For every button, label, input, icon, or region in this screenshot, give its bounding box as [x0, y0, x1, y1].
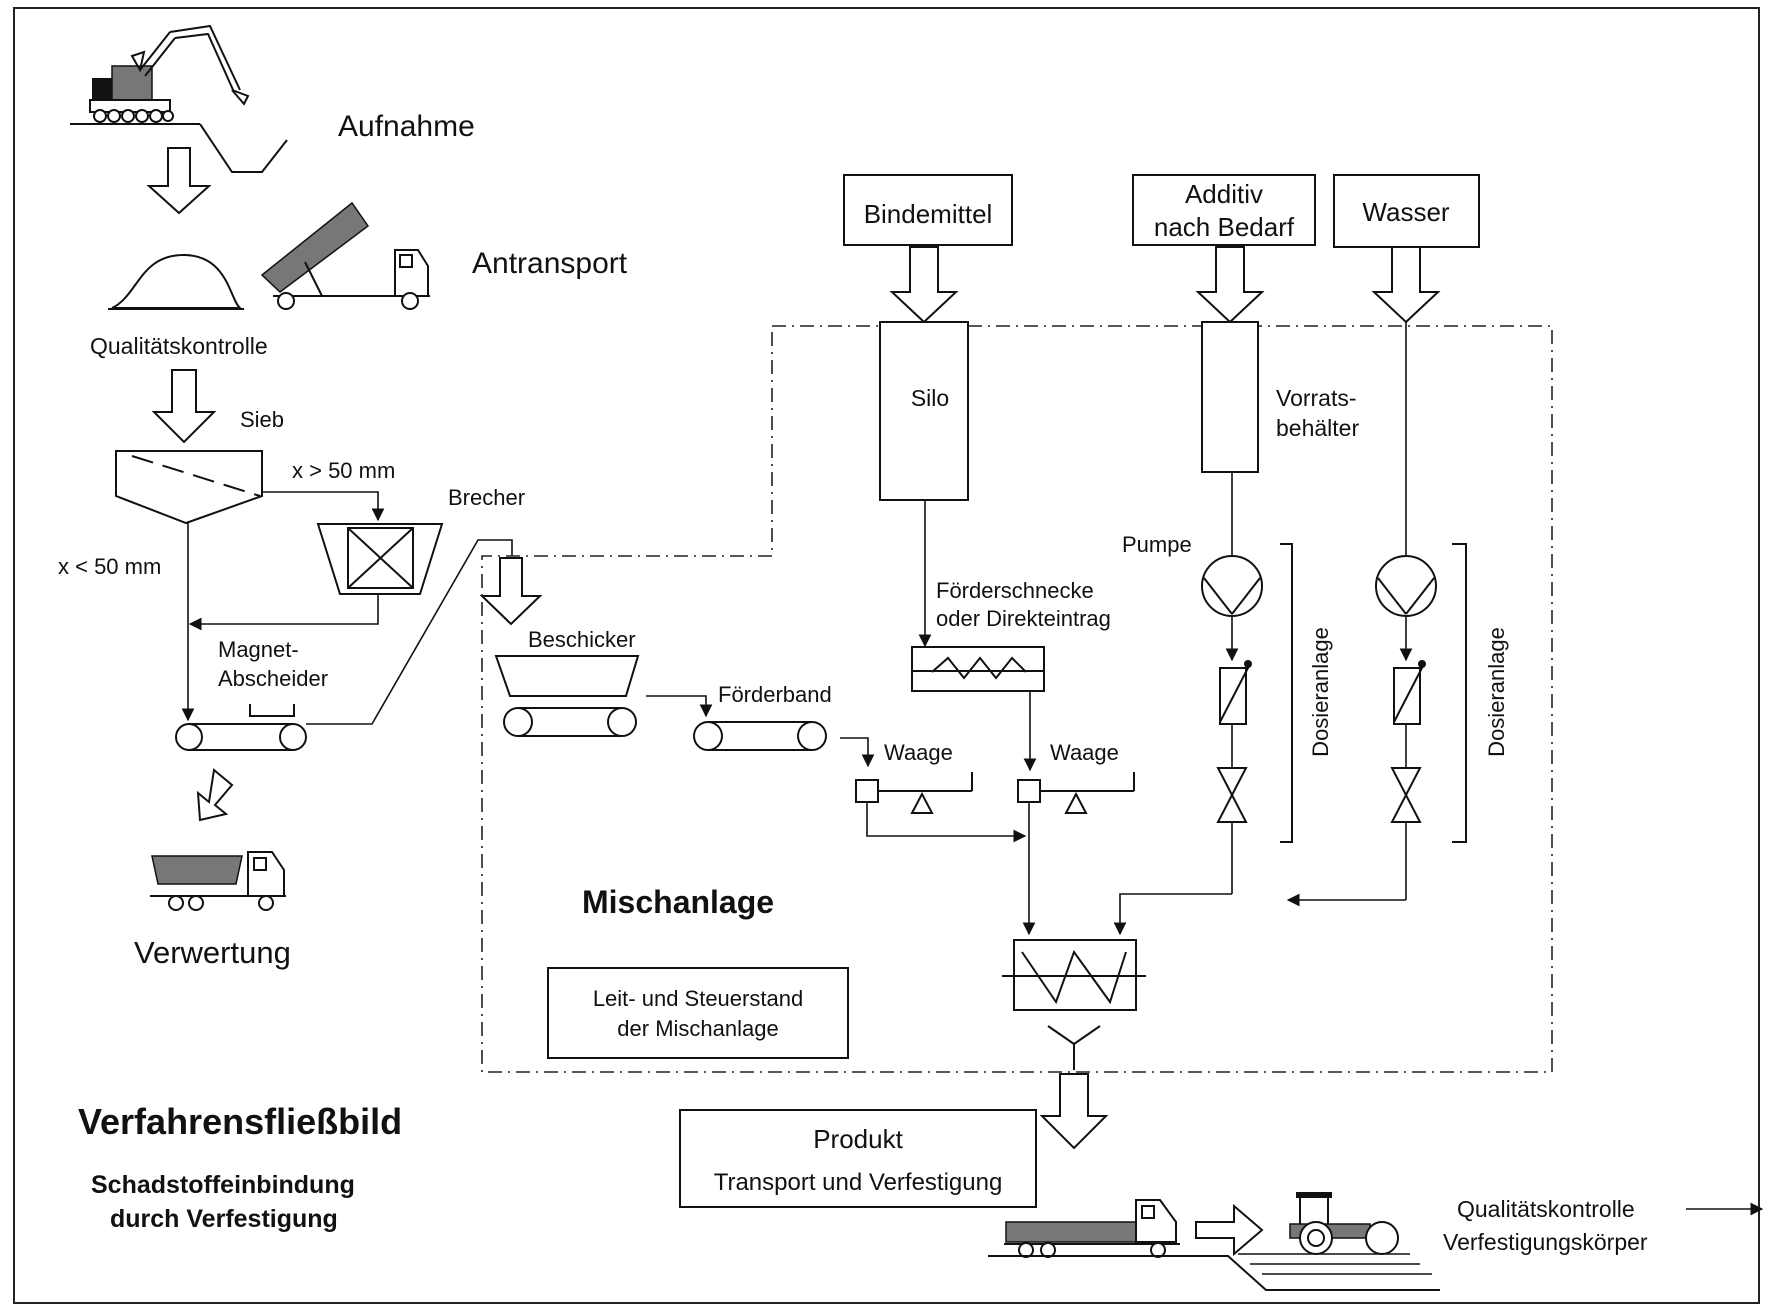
label-behaelter: behälter: [1276, 415, 1359, 441]
loaded-truck-icon: [1004, 1199, 1180, 1258]
label-vorrats: Vorrats-: [1276, 385, 1357, 411]
dosieranlage-bracket-1: [1280, 543, 1293, 843]
flow-arrow-icon: [151, 369, 217, 444]
pump-icon: [1201, 555, 1263, 617]
excavation-pit: [199, 123, 288, 173]
label-additiv: Additiv: [1185, 179, 1263, 209]
scale-icon: [1017, 772, 1135, 814]
scale-icon: [855, 772, 973, 814]
label-bindemittel: Bindemittel: [864, 199, 993, 229]
magnet-icon: [249, 704, 295, 717]
roller-icon: [1289, 1192, 1399, 1255]
crusher-icon: [316, 523, 444, 595]
box-wasser: [1333, 174, 1480, 248]
label-sieb: Sieb: [240, 407, 284, 432]
flow-arrow-icon: [1195, 246, 1265, 324]
label-x-gt-50: x > 50 mm: [292, 458, 395, 483]
label-silo: Silo: [911, 385, 949, 411]
label-aufnahme: Aufnahme: [338, 110, 475, 143]
screw-conveyor-icon: [911, 646, 1045, 692]
label-waage-2: Waage: [1050, 740, 1119, 765]
valve-icon: [1216, 767, 1248, 823]
label-nach-bedarf: nach Bedarf: [1154, 212, 1295, 242]
box-additiv: [1132, 174, 1316, 246]
label-qualitaetskontrolle-2: Qualitätskontrolle: [1457, 1196, 1635, 1222]
label-wasser: Wasser: [1362, 197, 1449, 227]
screen-icon: [115, 450, 263, 525]
label-produkt: Produkt: [813, 1124, 903, 1154]
storage-tank-icon: [1201, 321, 1259, 473]
conveyor-icon: [693, 721, 827, 751]
diagram-subtitle-2: durch Verfestigung: [110, 1205, 338, 1233]
diagram-frame: [13, 7, 1760, 1304]
conveyor-icon: [503, 707, 637, 737]
label-brecher: Brecher: [448, 485, 525, 510]
label-magnet: Magnet-: [218, 637, 299, 662]
box-produkt: [679, 1109, 1037, 1208]
label-dosieranlage-2: Dosieranlage: [1484, 627, 1509, 757]
box-bindemittel: [843, 174, 1013, 246]
material-heap-icon: [111, 253, 243, 309]
label-pumpe: Pumpe: [1122, 532, 1192, 557]
label-mischanlage: Mischanlage: [582, 884, 774, 920]
flow-arrow-icon: [1039, 1073, 1109, 1150]
loaded-truck-icon: [150, 851, 286, 911]
label-dosieranlage-1: Dosieranlage: [1308, 627, 1333, 757]
box-leitstand: [547, 967, 849, 1059]
silo-icon: [879, 321, 969, 501]
mischanlage-boundary: [481, 325, 1553, 1073]
ground-line: [988, 1255, 1440, 1291]
flowmeter-icon: [1219, 660, 1252, 725]
flow-arrow-icon: [889, 246, 959, 324]
conveyor-icon: [175, 723, 307, 751]
label-waage-1: Waage: [884, 740, 953, 765]
label-foerderschnecke: Förderschnecke: [936, 578, 1094, 603]
label-verwertung: Verwertung: [134, 935, 291, 970]
dosieranlage-bracket-2: [1452, 543, 1467, 843]
label-qualitaetskontrolle: Qualitätskontrolle: [90, 333, 268, 359]
valve-icon: [1390, 767, 1422, 823]
flow-arrow-icon: [196, 768, 234, 822]
label-leitstand-1: Leit- und Steuerstand: [593, 986, 803, 1011]
flow-arrow-icon: [1195, 1203, 1264, 1257]
pump-icon: [1375, 555, 1437, 617]
label-beschicker: Beschicker: [528, 627, 636, 652]
label-x-lt-50: x < 50 mm: [58, 554, 161, 579]
discharge-outlet: [1047, 1025, 1101, 1070]
diagram-title: Verfahrensfließbild: [78, 1101, 402, 1142]
label-leitstand-2: der Mischanlage: [617, 1016, 778, 1041]
feeder-hopper-icon: [494, 655, 640, 697]
label-foerderband: Förderband: [718, 682, 832, 707]
dump-truck-icon: [260, 201, 430, 310]
label-transport: Transport und Verfestigung: [714, 1169, 1003, 1196]
label-abscheider: Abscheider: [218, 666, 328, 691]
label-verfestigungskoerper: Verfestigungskörper: [1443, 1229, 1648, 1255]
label-antransport: Antransport: [472, 247, 628, 280]
excavator-icon: [70, 24, 250, 125]
label-direkteintrag: oder Direkteintrag: [936, 606, 1111, 631]
diagram-subtitle-1: Schadstoffeinbindung: [91, 1171, 355, 1199]
mixer-icon: [1002, 939, 1146, 1011]
flow-arrow-icon: [479, 557, 543, 626]
flow-arrow-icon: [1371, 246, 1441, 324]
flow-arrow-icon: [146, 147, 212, 215]
flowmeter-icon: [1393, 660, 1426, 725]
